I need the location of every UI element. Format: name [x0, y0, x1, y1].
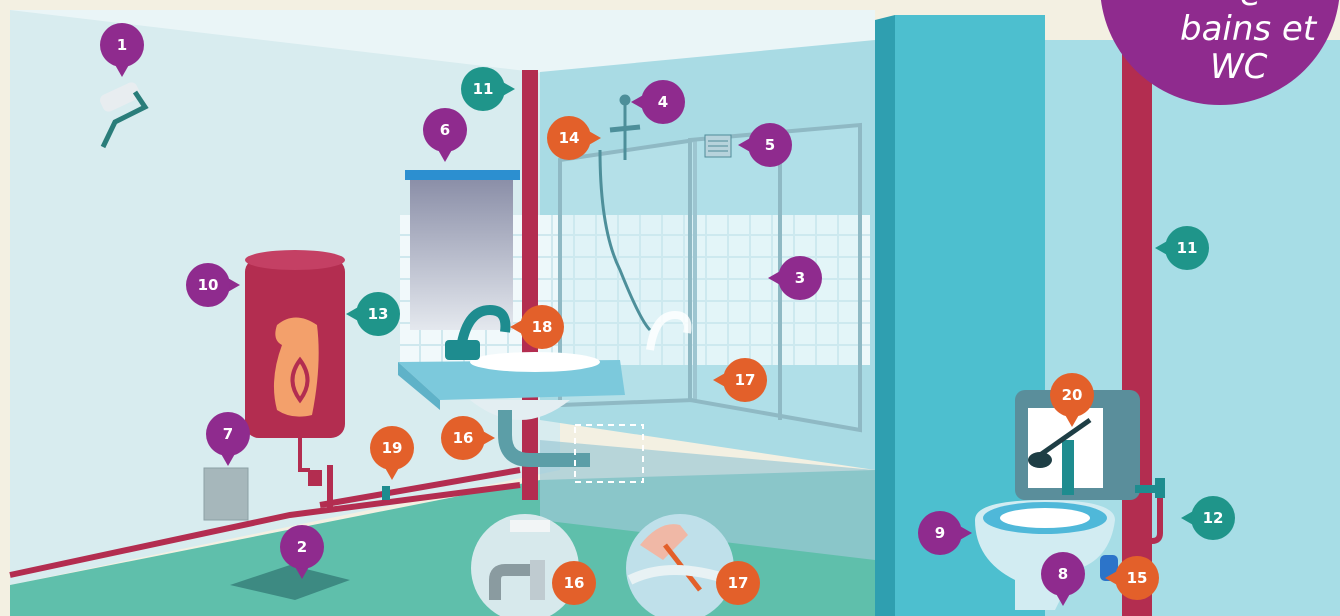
pipe-right — [1122, 40, 1152, 616]
marker-label: 19 — [382, 439, 403, 457]
shutoff-valve-icon — [382, 486, 390, 500]
marker-label: 18 — [532, 318, 553, 336]
marker-label: 1 — [117, 36, 127, 54]
marker-label: 7 — [223, 425, 233, 443]
marker-label: 14 — [559, 129, 580, 147]
marker-label: 17 — [735, 371, 756, 389]
corner-title-line3: WC — [1210, 47, 1268, 87]
marker-label: 6 — [440, 121, 450, 139]
marker-label: 12 — [1203, 509, 1224, 527]
marker-16: 16 — [552, 561, 596, 605]
marker-label: 3 — [795, 269, 805, 287]
marker-label: 5 — [765, 136, 775, 154]
marker-label: 2 — [297, 538, 307, 556]
marker-17: 17 — [716, 561, 760, 605]
marker-label: 16 — [453, 429, 474, 447]
marker-label: 15 — [1127, 569, 1148, 587]
marker-label: 9 — [935, 524, 945, 542]
vent-grille-icon — [705, 135, 731, 157]
pipe-left — [522, 70, 538, 500]
mirror-icon — [405, 170, 520, 330]
corner-title-line2: bains et — [1180, 9, 1318, 49]
marker-label: 4 — [658, 93, 668, 111]
marker-label: 8 — [1058, 565, 1068, 583]
access-panel — [204, 468, 248, 520]
marker-label: 20 — [1062, 386, 1083, 404]
marker-label: 11 — [1177, 239, 1198, 257]
marker-label: 10 — [198, 276, 219, 294]
marker-label: 13 — [368, 305, 389, 323]
marker-label: 11 — [473, 80, 494, 98]
marker-label: 17 — [728, 574, 749, 592]
marker-label: 16 — [564, 574, 585, 592]
partition-wall — [875, 15, 895, 616]
